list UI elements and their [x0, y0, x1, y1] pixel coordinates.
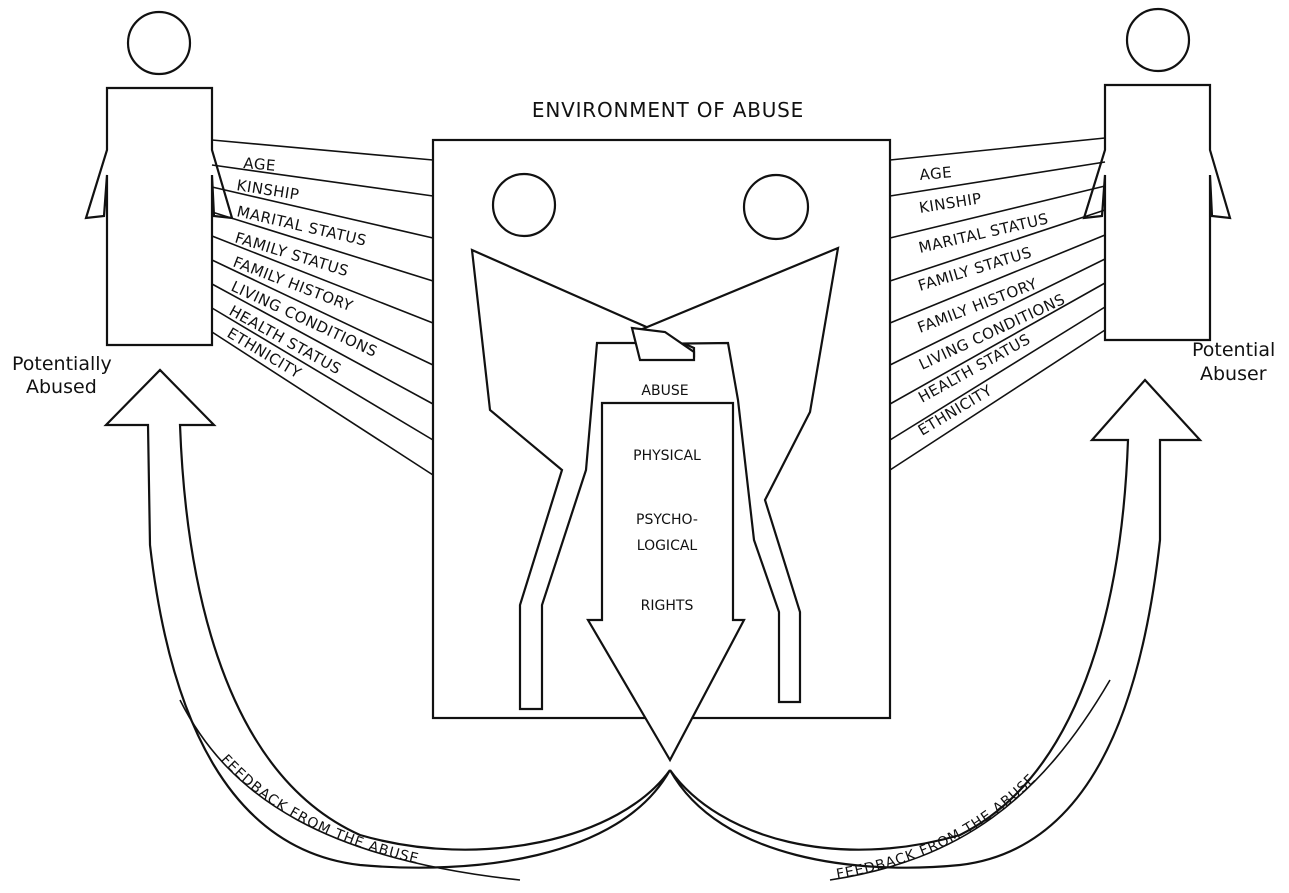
right-factor-age: AGE	[919, 163, 953, 184]
abuse-type-physical: PHYSICAL	[633, 448, 701, 464]
abuse-type-logical: LOGICAL	[637, 538, 698, 554]
left-figure-body	[86, 88, 232, 345]
abuse-type-psycho: PSYCHO-	[636, 512, 698, 528]
right-factor-kinship: KINSHIP	[918, 189, 983, 217]
left-figure-head	[128, 12, 190, 74]
abuse-arrow-heading: ABUSE	[641, 383, 688, 399]
abuse-type-rights: RIGHTS	[641, 598, 694, 614]
right-figure-body	[1084, 85, 1230, 340]
potentially-abused-figure	[86, 12, 232, 345]
left-figure-label-line2: Abused	[26, 376, 97, 398]
left-figure-label-line1: Potentially	[12, 353, 112, 375]
diagram-title: ENVIRONMENT OF ABUSE	[532, 98, 804, 122]
right-figure-head	[1127, 9, 1189, 71]
left-factor-labels: AGE KINSHIP MARITAL STATUS FAMILY STATUS…	[224, 154, 380, 382]
potential-abuser-figure	[1084, 9, 1230, 340]
right-factor-labels: AGE KINSHIP MARITAL STATUS FAMILY STATUS…	[915, 163, 1068, 439]
right-figure-label-line1: Potential	[1192, 339, 1275, 361]
right-figure-label-line2: Abuser	[1200, 363, 1267, 385]
left-factor-age: AGE	[243, 154, 277, 175]
